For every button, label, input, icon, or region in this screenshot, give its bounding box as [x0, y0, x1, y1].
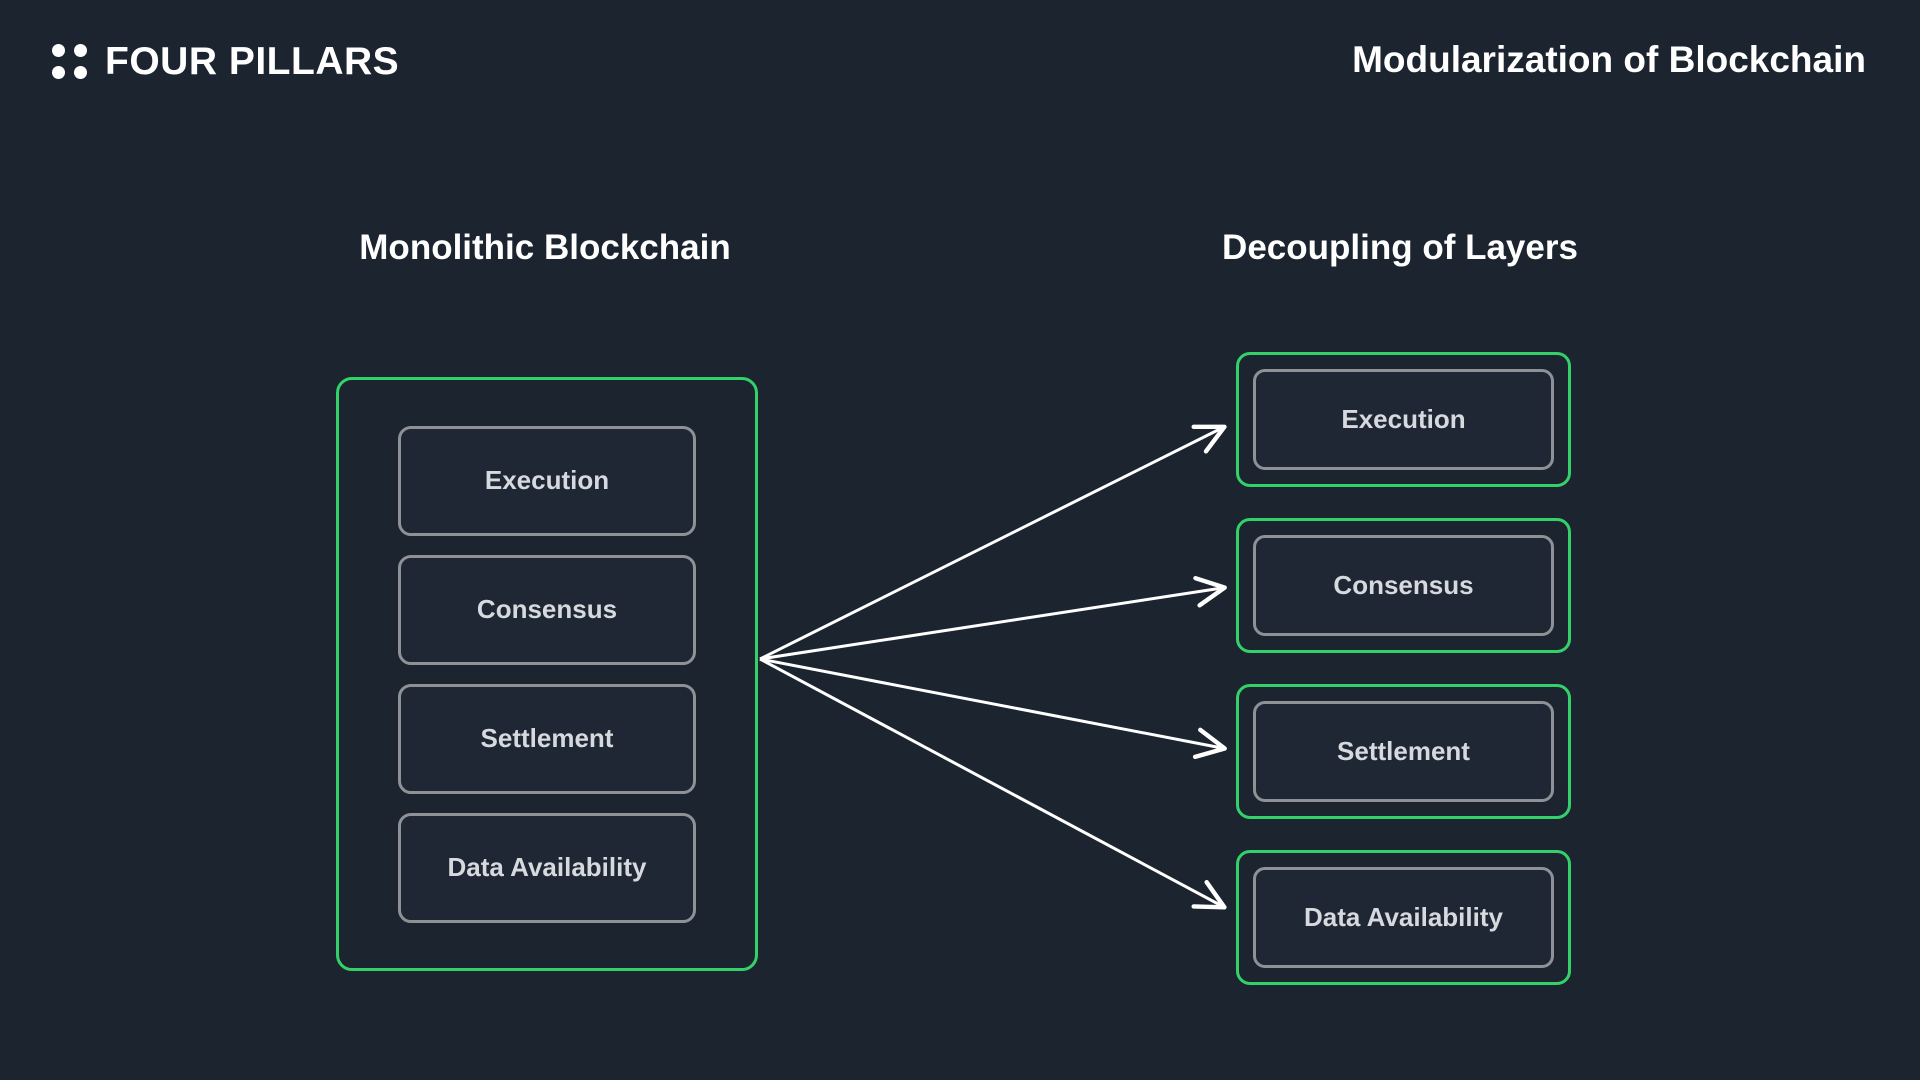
decoupled-layer-inner: Settlement: [1253, 701, 1554, 802]
decoupled-layer-consensus: Consensus: [1236, 518, 1571, 653]
monolithic-blockchain-container: Execution Consensus Settlement Data Avai…: [336, 377, 758, 971]
decoupled-layer-inner: Data Availability: [1253, 867, 1554, 968]
brand-logo: FOUR PILLARS: [52, 42, 399, 81]
arrow-to-consensus: [759, 575, 1227, 661]
layer-label: Execution: [1341, 404, 1466, 434]
right-column-heading: Decoupling of Layers: [1222, 228, 1578, 267]
dot-icon: [74, 44, 87, 57]
dot-icon: [52, 44, 65, 57]
layer-label: Consensus: [476, 594, 618, 624]
layer-label: Consensus: [1333, 570, 1474, 600]
layer-label: Data Availability: [1304, 902, 1503, 932]
monolithic-layer-execution: Execution: [398, 425, 696, 536]
dot-icon: [52, 66, 65, 79]
decoupled-layer-data-availability: Data Availability: [1236, 850, 1571, 985]
left-column-heading: Monolithic Blockchain: [359, 228, 731, 267]
monolithic-layer-consensus: Consensus: [398, 554, 696, 665]
layer-label: Data Availability: [447, 852, 647, 882]
page-title: Modularization of Blockchain: [1352, 39, 1866, 80]
layer-label: Settlement: [1337, 736, 1470, 766]
arrow-to-data-availability: [759, 657, 1227, 910]
decoupled-layer-settlement: Settlement: [1236, 684, 1571, 819]
decoupled-layer-execution: Execution: [1236, 352, 1571, 487]
decoupled-layer-inner: Consensus: [1253, 535, 1554, 636]
four-dot-grid-icon: [52, 44, 87, 79]
monolithic-layer-data-availability: Data Availability: [398, 812, 696, 923]
layer-label: Settlement: [480, 723, 614, 753]
arrow-to-execution: [759, 424, 1227, 661]
layer-label: Execution: [484, 465, 610, 495]
arrow-to-settlement: [759, 657, 1227, 760]
brand-name: FOUR PILLARS: [105, 40, 400, 83]
dot-icon: [74, 66, 87, 79]
decoupled-layer-inner: Execution: [1253, 369, 1554, 470]
monolithic-layer-settlement: Settlement: [398, 683, 696, 794]
decoupled-layers-container: Execution Consensus Settlement Data Avai…: [1236, 352, 1571, 985]
